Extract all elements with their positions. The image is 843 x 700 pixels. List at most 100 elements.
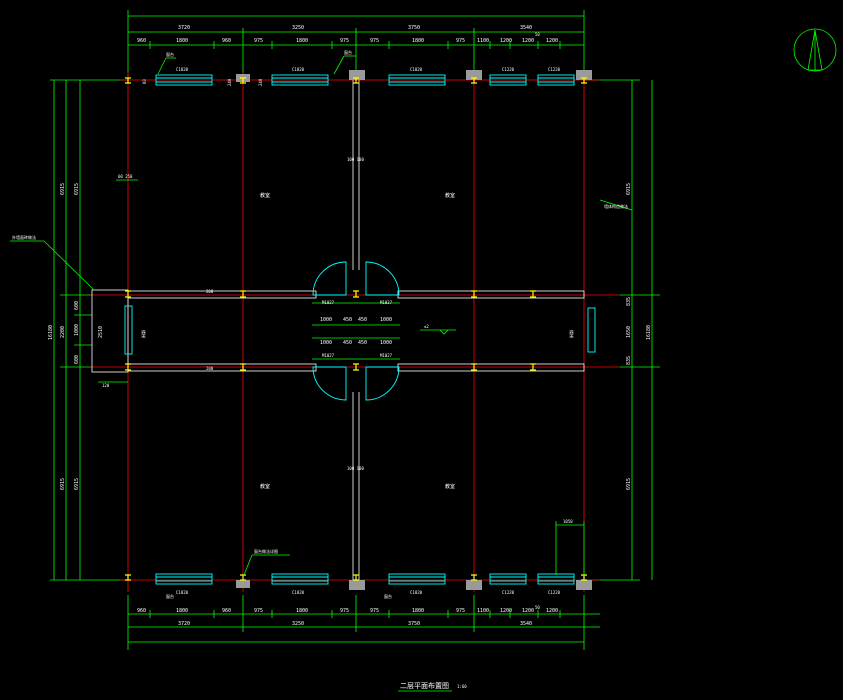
central-wall [352, 80, 360, 580]
drawing-title: 二层平面布置图 1:60 [398, 681, 467, 692]
center-dim-5: 1000 [320, 340, 332, 346]
east-stair-label: 楼梯 [569, 330, 575, 338]
bottom-sub-1: 960 [137, 608, 146, 614]
level-marker: ±2 [420, 324, 456, 335]
top-seg-4: 3540 [520, 25, 532, 31]
west-stair-label: 楼梯 [141, 330, 147, 338]
top-sub-10: 1100 [477, 38, 489, 44]
left-total: 16180 [48, 325, 54, 340]
bottom-window-4: C1220 [502, 590, 515, 595]
top-sub-8: 1800 [412, 38, 424, 44]
top-sub-6: 975 [340, 38, 349, 44]
top-sub-9: 975 [456, 38, 465, 44]
bottom-seg-2: 3250 [292, 621, 304, 627]
room-ne-label: 教室 [445, 192, 455, 199]
axis-grid [90, 72, 620, 592]
door-label-tr: M1027 [380, 300, 393, 305]
wall-60-250: 60 250 [118, 174, 133, 179]
corridor-walls [91, 289, 585, 373]
corridor-w-n: 200 [206, 289, 214, 294]
bottom-left-note-a: 窗台 [166, 593, 174, 599]
column-label-n: 100 100 [347, 157, 364, 162]
bottom-right-door: 1050 [555, 519, 585, 575]
right-total: 16180 [646, 325, 652, 340]
top-dimensions: 3720 3250 3750 3540 960 1800 960 975 180… [127, 10, 585, 80]
bottom-seg-3: 3750 [408, 621, 420, 627]
side-2510: 2510 [98, 326, 104, 338]
left-note: 外墙面砖做法 [12, 234, 36, 240]
level-text: ±2 [424, 324, 429, 329]
bottom-sub-11: 1200 [500, 608, 512, 614]
stair-elements: 楼梯 楼梯 2510 120 [98, 305, 596, 388]
left-dimensions: 16180 6915 2200 6915 6915 1000 600 600 6… [48, 79, 128, 581]
right-outer-2: 835 [626, 297, 632, 306]
bottom-window-5: C1220 [548, 590, 561, 595]
bottom-sub-5: 1800 [296, 608, 308, 614]
title-scale: 1:60 [457, 684, 467, 689]
right-outer-5: 6915 [626, 478, 632, 490]
top-window-4: C1220 [502, 67, 515, 72]
center-dim-2: 450 [343, 317, 352, 323]
bottom-sub-12: 1200 [522, 608, 534, 614]
top-seg-1: 3720 [178, 25, 190, 31]
left-outer-2: 2200 [60, 326, 66, 338]
center-dim-1: 1000 [320, 317, 332, 323]
right-outer-1: 6915 [626, 183, 632, 195]
room-sw-label: 教室 [260, 483, 270, 490]
left-inner-1: 6915 [74, 183, 80, 195]
leader-notes: 外墙面砖做法 墙体构造做法 窗台做法详图 窗台 窗台 窗台 窗台 60 240 … [10, 49, 633, 599]
bottom-seg-1: 3720 [178, 621, 190, 627]
top-marker-50: 50 [535, 32, 540, 37]
left-inner-5: 6915 [74, 478, 80, 490]
central-door-arcs [312, 261, 400, 401]
center-dim-3: 450 [358, 317, 367, 323]
left-outer-3: 6915 [60, 478, 66, 490]
top-sub-5: 1800 [296, 38, 308, 44]
top-left-note-a: 窗台 [166, 51, 174, 57]
left-inner-3: 600 [74, 301, 80, 310]
left-inner-4: 600 [74, 355, 80, 364]
bottom-left-note-b: 窗台 [384, 593, 392, 599]
door-label-bl: M1027 [322, 353, 335, 358]
room-se-label: 教室 [445, 483, 455, 490]
center-dim-4: 1000 [380, 317, 392, 323]
top-seg-3: 3750 [408, 25, 420, 31]
right-note: 墙体构造做法 [604, 203, 628, 209]
title-text: 二层平面布置图 [400, 681, 449, 690]
bottom-seg-4: 3540 [520, 621, 532, 627]
door-1050: 1050 [563, 519, 573, 524]
right-dimensions: 6915 835 1650 835 6915 16180 [584, 79, 660, 581]
column-label-s: 100 100 [347, 466, 364, 471]
top-sub-4: 975 [254, 38, 263, 44]
top-window-3: C1820 [410, 67, 423, 72]
north-arrow-icon [793, 28, 837, 72]
bottom-sub-8: 1800 [412, 608, 424, 614]
bottom-window-2: C1820 [292, 590, 305, 595]
door-label-br: M1027 [380, 353, 393, 358]
top-windows: C1820 C1820 C1820 C1220 C1220 [155, 67, 575, 86]
bottom-windows: C1820 C1820 C1820 C1220 C1220 [155, 573, 575, 595]
door-label-tl: M1027 [322, 300, 335, 305]
room-labels: 教室 教室 教室 教室 [260, 192, 455, 490]
bottom-sub-7: 975 [370, 608, 379, 614]
top-sub-7: 975 [370, 38, 379, 44]
bottom-sub-3: 960 [222, 608, 231, 614]
right-outer-4: 835 [626, 356, 632, 365]
left-outer-1: 6915 [60, 183, 66, 195]
top-seg-2: 3250 [292, 25, 304, 31]
bottom-sub-10: 1100 [477, 608, 489, 614]
corridor-w-s: 200 [206, 366, 214, 371]
top-window-5: C1220 [548, 67, 561, 72]
top-sub-13: 1200 [546, 38, 558, 44]
bottom-window-1: C1820 [176, 590, 189, 595]
top-window-1: C1820 [176, 67, 189, 72]
bottom-sub-6: 975 [340, 608, 349, 614]
center-dim-7: 450 [358, 340, 367, 346]
left-inner-2: 1000 [74, 324, 80, 336]
top-sub-3: 960 [222, 38, 231, 44]
wall-240-top-2: 240 [258, 78, 263, 86]
top-left-note-b: 窗台 [344, 49, 352, 55]
top-sub-1: 960 [137, 38, 146, 44]
center-dim-6: 450 [343, 340, 352, 346]
